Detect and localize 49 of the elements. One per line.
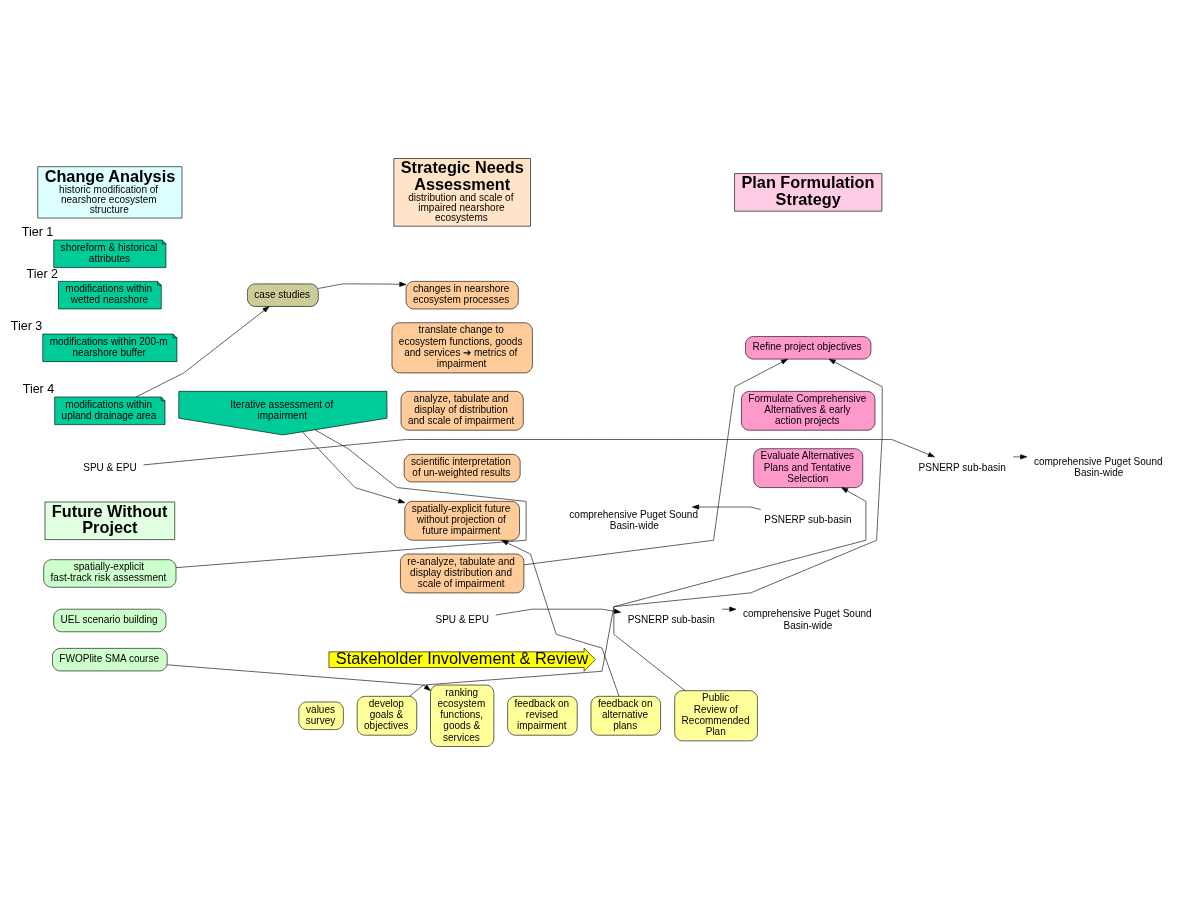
arrow [301, 431, 406, 504]
node-box: FWOPlite SMA course [52, 648, 168, 672]
arrow [523, 358, 788, 566]
node-box: scientific interpretation of un-weighted results [403, 454, 521, 483]
node-text: comprehensive Puget Sound Basin-wide [569, 508, 698, 531]
node-label: Tier 1 [21, 225, 54, 240]
node-label: Tier 3 [10, 319, 43, 334]
node-label: Tier 2 [26, 266, 58, 281]
node-box: Refine project objectives [745, 336, 872, 360]
node-box: feedback on alternative plans [590, 696, 661, 736]
node-box: ranking ecosystem functions, goods & services [430, 684, 495, 747]
node-box: feedback on revised impairment [507, 696, 578, 736]
node-box: Change Analysis historic modification of nearshore ecosystem structure [37, 166, 183, 219]
node-text: comprehensive Puget Sound Basin-wide [1033, 455, 1163, 479]
node-text: PSNERP sub-basin [918, 461, 1006, 473]
arrow [501, 540, 620, 697]
node-box: Plan Formulation Strategy [734, 173, 883, 212]
node-box: spatially-explicit fast-track risk assessment [43, 559, 177, 588]
node-box: case studies [247, 283, 319, 307]
node-box: values survey [298, 701, 344, 730]
connector [175, 429, 527, 568]
node-box: develop goals & objectives [356, 696, 418, 736]
arrow [495, 608, 621, 616]
node-text: SPU & EPU [83, 461, 137, 473]
arrow [692, 504, 761, 510]
node-box: UEL scenario building [53, 608, 167, 633]
node-box: spatially-explicit future without projection of future impairment [404, 501, 520, 541]
arrow [613, 487, 867, 691]
node-text: SPU & EPU [435, 613, 489, 625]
node-box: Formulate Comprehensive Alternatives & early action projects [741, 391, 876, 431]
node-text: PSNERP sub-basin [627, 613, 715, 625]
arrow [135, 306, 270, 398]
node-box: Future Without Project [44, 501, 176, 540]
node-text: comprehensive Puget Sound Basin-wide [743, 608, 872, 631]
node-text: PSNERP sub-basin [764, 514, 852, 526]
node-box: analyze, tabulate and display of distribution and scale of impairment [400, 391, 524, 431]
arrow [318, 281, 407, 289]
node-box: Public Review of Recommended Plan [674, 690, 758, 742]
arrow [722, 606, 737, 612]
arrow [143, 439, 935, 466]
arrow [1012, 454, 1028, 460]
arrow [167, 664, 431, 691]
node-box: Strategic Needs Assessment distribution and scale of impaired nearshore ecosystems [393, 158, 531, 227]
arrow [409, 358, 883, 697]
node-box: translate change to ecosystem functions, goods and services ➔ metrics of impairment [391, 322, 533, 374]
node-label: Tier 4 [22, 382, 55, 397]
node-box: changes in nearshore ecosystem processes [405, 281, 519, 310]
node-box: Evaluate Alternatives Plans and Tentative Selection [753, 448, 864, 488]
node-box: re-analyze, tabulate and display distribution and scale of impairment [400, 553, 525, 594]
